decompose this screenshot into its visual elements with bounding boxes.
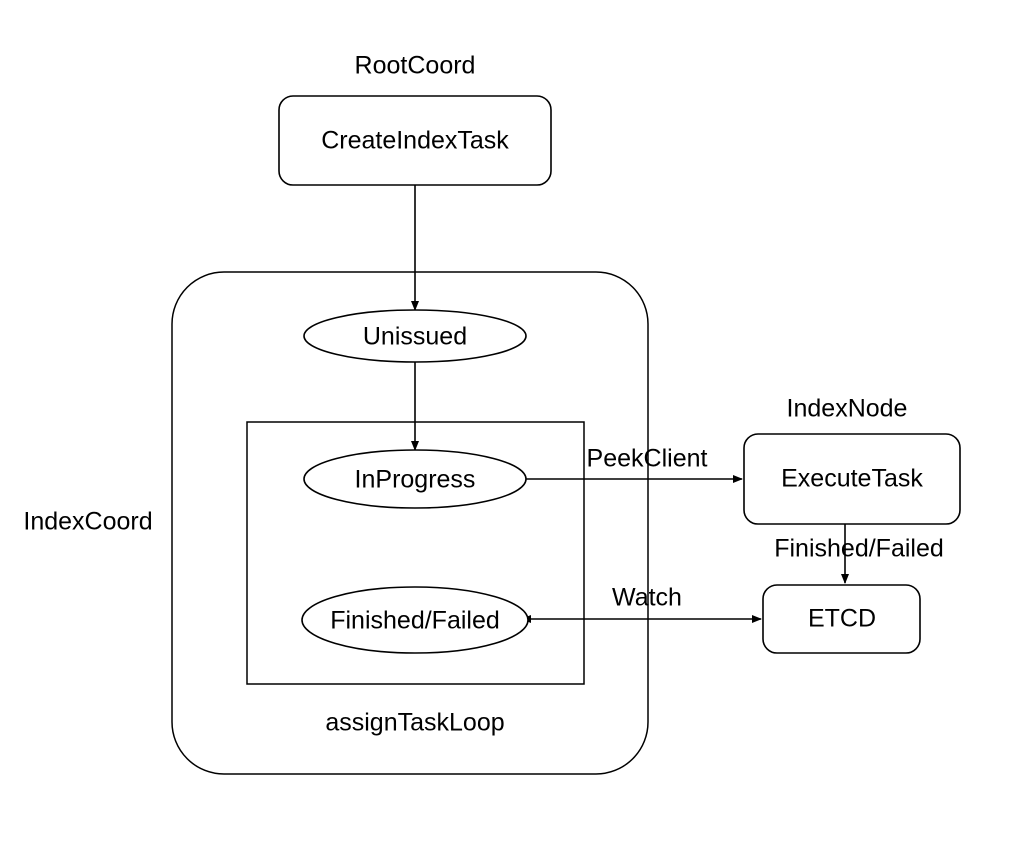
edge-label-watch: Watch xyxy=(612,584,682,612)
node-execute-task-box[interactable] xyxy=(743,433,961,525)
group-label-index-coord: IndexCoord xyxy=(23,508,152,536)
node-in-progress-label: InProgress xyxy=(355,466,476,494)
node-create-index-task-label: CreateIndexTask xyxy=(321,127,509,155)
node-execute-task-label: ExecuteTask xyxy=(781,465,923,493)
node-create-index-task-box[interactable] xyxy=(278,95,552,186)
edge-label-peek-client: PeekClient xyxy=(587,445,708,473)
group-label-assign-task-loop: assignTaskLoop xyxy=(325,709,504,737)
group-label-root-coord: RootCoord xyxy=(355,52,476,80)
node-etcd-label: ETCD xyxy=(808,605,876,633)
node-in-progress-ellipse[interactable] xyxy=(303,449,527,509)
node-finished-failed[interactable]: Finished/Failed xyxy=(301,586,529,654)
node-finished-failed-label: Finished/Failed xyxy=(330,607,500,635)
node-etcd[interactable]: ETCD xyxy=(762,584,921,654)
node-unissued-label: Unissued xyxy=(363,323,467,351)
node-unissued[interactable]: Unissued xyxy=(303,309,527,363)
node-in-progress[interactable]: InProgress xyxy=(303,449,527,509)
group-container-index-coord xyxy=(171,271,649,775)
node-etcd-box[interactable] xyxy=(762,584,921,654)
group-label-index-node: IndexNode xyxy=(787,395,908,423)
node-execute-task[interactable]: ExecuteTask xyxy=(743,433,961,525)
node-create-index-task[interactable]: CreateIndexTask xyxy=(278,95,552,186)
node-finished-failed-ellipse[interactable] xyxy=(301,586,529,654)
edge-label-finished-failed: Finished/Failed xyxy=(774,535,944,563)
node-unissued-ellipse[interactable] xyxy=(303,309,527,363)
